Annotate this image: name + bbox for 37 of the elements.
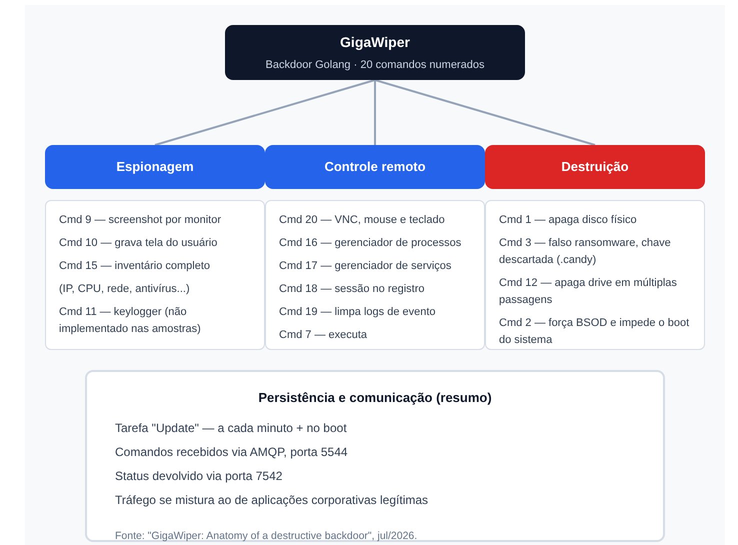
- connector-line: [374, 80, 376, 145]
- command-item: Cmd 12 — apaga drive em múltiplas passagens: [499, 276, 678, 308]
- connector-line: [374, 79, 596, 146]
- command-item: Cmd 20 — VNC, mouse e teclado: [279, 213, 446, 228]
- summary-item: Status devolvido via porta 7542: [115, 468, 284, 484]
- command-item: Cmd 10 — grava tela do usuário: [59, 236, 218, 251]
- summary-item: Comandos recebidos via AMQP, porta 5544: [115, 444, 349, 460]
- command-item: Cmd 2 — força BSOD e impede o boot do sistema: [499, 316, 690, 348]
- command-list-box: [265, 200, 485, 350]
- summary-box: [85, 370, 665, 542]
- header-text: Controle remoto: [324, 158, 426, 176]
- category-header: [45, 145, 265, 189]
- node-subtitle: Backdoor Golang · 20 comandos numerados: [266, 58, 484, 73]
- category-header: [485, 145, 705, 189]
- category-header: [265, 145, 485, 189]
- command-item: Cmd 9 — screenshot por monitor: [59, 213, 222, 228]
- root-box: [225, 25, 525, 80]
- command-list-box: [45, 200, 265, 350]
- command-item: Cmd 19 — limpa logs de evento: [279, 305, 437, 320]
- command-item: Cmd 1 — apaga disco físico: [499, 213, 638, 228]
- command-item: Cmd 17 — gerenciador de serviços: [279, 259, 452, 274]
- command-item: Cmd 7 — executa: [279, 328, 368, 343]
- command-item: Cmd 16 — gerenciador de processos: [279, 236, 462, 251]
- command-item: Cmd 11 — keylogger (não implementado nas amostras): [59, 305, 202, 337]
- summary-item: Tarefa "Update" — a cada minuto + no boot: [115, 420, 348, 436]
- command-item: Cmd 15 — inventário completo: [59, 259, 212, 274]
- summary-item: Tráfego se mistura ao de aplicações corporativas legítimas: [115, 492, 430, 508]
- header-text: Espionagem: [116, 158, 194, 176]
- command-item: Cmd 18 — sessão no registro: [279, 282, 426, 297]
- command-item: (IP, CPU, rede, antivírus...): [59, 282, 191, 297]
- summary-heading: Persistência e comunicação (resumo): [257, 389, 493, 407]
- connector-line: [154, 79, 376, 146]
- command-list-box: [485, 200, 705, 350]
- command-item: Cmd 3 — falso ransomware, chave descartada (.candy): [499, 236, 672, 268]
- header-text: Destruição: [561, 158, 629, 176]
- node-title: GigaWiper: [340, 32, 410, 52]
- source-note: Fonte: "GigaWiper: Anatomy of a destructive backdoor", jul/2026.: [115, 528, 418, 544]
